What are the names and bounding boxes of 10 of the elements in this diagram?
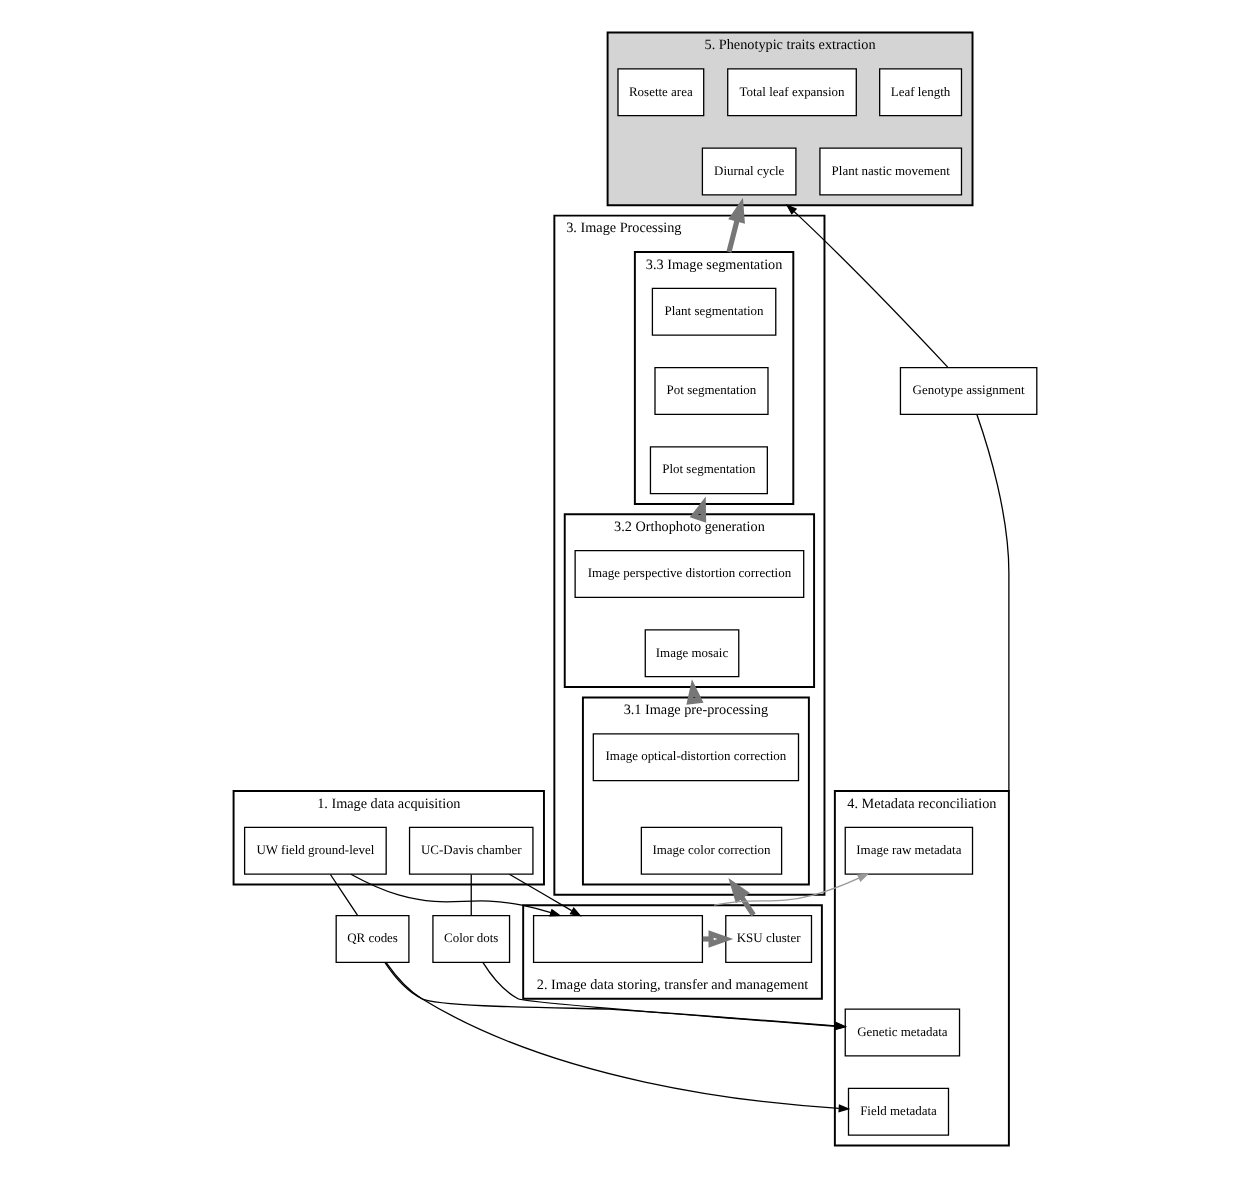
arrow	[725, 197, 744, 253]
node-box	[531, 914, 703, 963]
arrow	[727, 878, 755, 917]
arrow	[712, 873, 869, 906]
arrow	[349, 873, 561, 917]
connector	[328, 873, 358, 916]
connector	[469, 873, 471, 916]
arrow	[507, 873, 581, 917]
arrow	[784, 203, 948, 368]
connector	[975, 414, 1009, 792]
